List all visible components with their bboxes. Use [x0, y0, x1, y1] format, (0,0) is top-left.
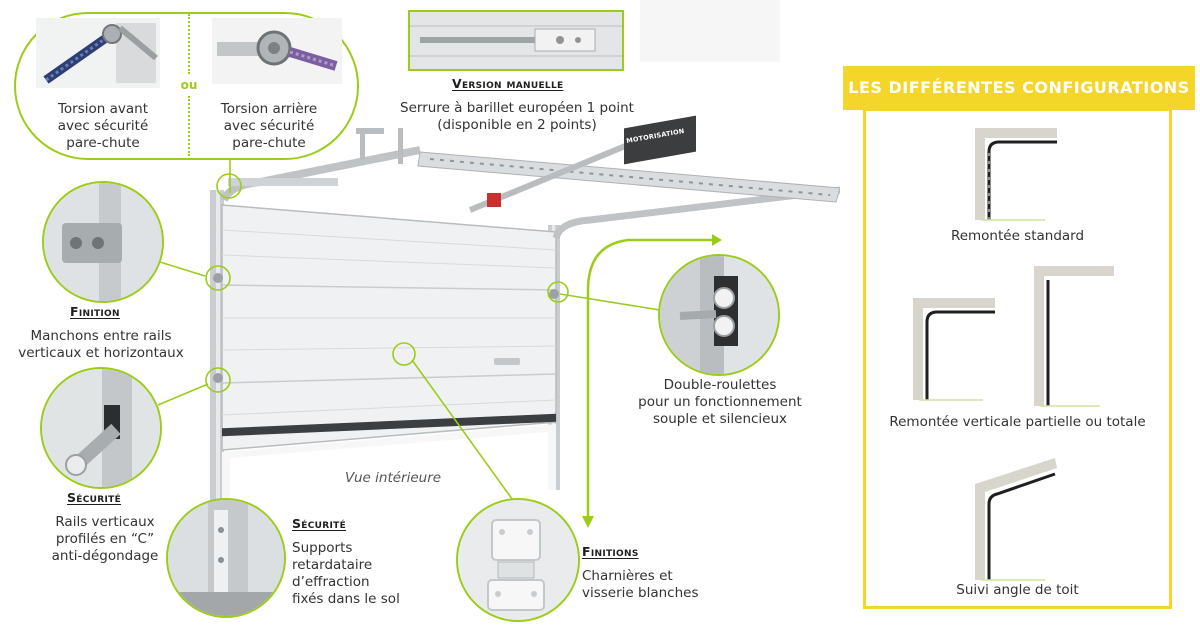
torsion-front-photo [36, 18, 160, 88]
config-standard-diagram [975, 128, 1057, 221]
finitions-text: Charnières et visserie blanches [582, 568, 699, 601]
options-divider [188, 14, 190, 74]
config-partial-label: Remontée verticale partielle ou totale [889, 414, 1146, 430]
hinge-photo [456, 498, 580, 622]
securite-heading: Sécurité [67, 490, 122, 505]
manual-lock-photo [408, 10, 624, 71]
double-roller-photo [658, 254, 780, 376]
config-vertical-diagram [1034, 266, 1114, 407]
configurations-title: LES DIFFÉRENTES CONFIGURATIONS [843, 66, 1195, 110]
torsion-rear-photo [212, 18, 342, 84]
garage-door-illustration [157, 128, 840, 610]
version-manuelle-text: Serrure à barillet européen 1 point (dis… [400, 100, 634, 133]
finitions-heading: Finitions [582, 544, 639, 559]
securite-bottom-heading: Sécurité [292, 516, 347, 531]
torsion-rear-label: Torsion arrière avec sécurité pare-chute [220, 101, 318, 151]
securite-bottom-text: Supports retardataire d’effraction fixés… [292, 540, 400, 607]
securite-text: Rails verticaux profilés en “C” anti-dég… [51, 514, 159, 564]
double-roulettes-text: Double-roulettes pour un fonctionnement … [638, 377, 802, 427]
photo-placeholder [640, 0, 780, 62]
finition-sleeve-photo [42, 181, 164, 303]
options-divider [188, 96, 190, 156]
config-roof-label: Suivi angle de toit [956, 582, 1079, 598]
config-partial-diagram [913, 298, 995, 401]
finition-text: Manchons entre rails verticaux et horizo… [18, 328, 184, 361]
finition-heading: Finition [70, 304, 120, 319]
torsion-front-label: Torsion avant avec sécurité pare-chute [57, 101, 149, 151]
config-roof-diagram [975, 458, 1057, 581]
config-standard-label: Remontée standard [950, 228, 1085, 244]
or-label: ou [180, 78, 198, 92]
vue-interieure-label: Vue intérieure [345, 470, 442, 486]
version-manuelle-heading: Version manuelle [452, 76, 564, 91]
anti-intrusion-photo [166, 498, 286, 618]
securite-rail-photo [40, 367, 162, 489]
